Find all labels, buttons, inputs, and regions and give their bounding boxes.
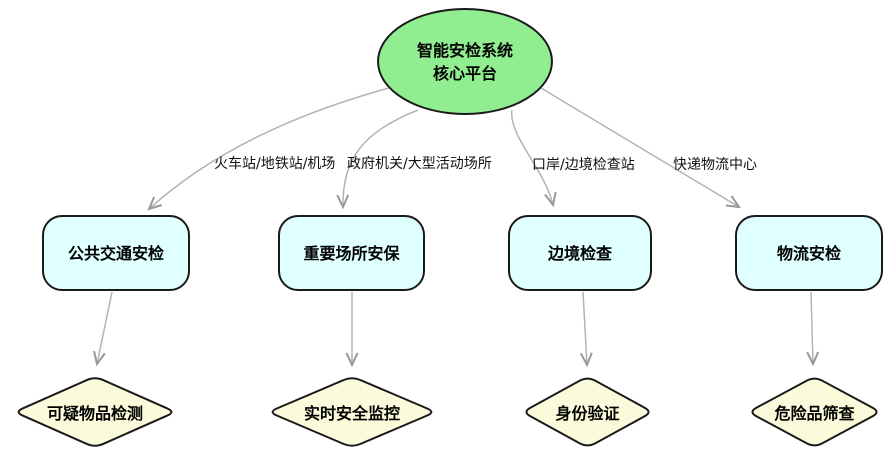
diamond-shape [271,377,433,447]
branch-label: 物流安检 [776,243,841,263]
edge-border-to-identity [583,291,587,365]
edge-label-border-checkpoints: 口岸/边境检查站 [532,157,635,173]
edge-root-to-key-venues [343,109,419,207]
node-leaf-realtime-security-monitoring: 实时安全监控 [267,375,437,449]
node-branch-public-transport-security: 公共交通安检 [42,215,190,291]
root-label-line2: 核心平台 [432,63,497,83]
diamond-shape [525,377,650,447]
node-branch-border-inspection: 边境检查 [508,215,652,291]
leaf-label: 可疑物品检测 [46,404,143,423]
branch-label: 公共交通安检 [67,243,164,263]
root-label-line1: 智能安检系统 [416,40,513,60]
edge-public-transport-to-detection [97,291,113,364]
branch-label: 重要场所安保 [303,243,400,263]
node-root-core-platform: 智能安检系统 核心平台 [377,8,553,115]
edge-root-to-public-transport [149,87,390,209]
diamond-shape [17,377,173,447]
edge-label-stations-airports: 火车站/地铁站/机场 [214,156,336,172]
leaf-label: 身份验证 [555,404,620,423]
edge-label-express-logistics: 快递物流中心 [673,157,757,173]
node-leaf-dangerous-goods-screening: 危险品筛查 [747,375,882,449]
edge-root-to-logistics [540,87,739,207]
node-leaf-identity-verification: 身份验证 [521,375,654,449]
leaf-label: 实时安全监控 [303,404,400,423]
diamond-shape [751,377,878,447]
node-branch-key-venue-security: 重要场所安保 [278,215,425,291]
edge-logistics-to-screening [811,291,813,364]
node-branch-logistics-security: 物流安检 [735,215,883,291]
node-leaf-suspicious-item-detection: 可疑物品检测 [13,375,177,449]
edge-label-government-venues: 政府机关/大型活动场所 [347,156,492,172]
edge-root-to-border-inspection [511,109,553,205]
branch-label: 边境检查 [547,243,612,263]
leaf-label: 危险品筛查 [774,404,855,423]
root-label: 智能安检系统 核心平台 [417,39,513,85]
